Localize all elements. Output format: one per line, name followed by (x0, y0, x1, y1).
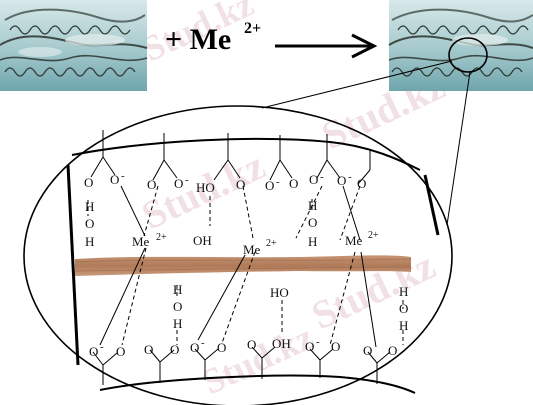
atom-o: O (388, 343, 397, 358)
zoom-ellipse (23, 105, 453, 405)
atom-o: O (147, 177, 156, 192)
watermark-text: Stud.kz (196, 317, 319, 403)
atom-o: O (363, 343, 372, 358)
left-wall (66, 164, 80, 366)
atom-o: O (190, 340, 199, 355)
atom-h: H (308, 234, 317, 249)
atom-o: O (308, 215, 317, 230)
reaction-arrow (275, 33, 378, 59)
atom-o: O (85, 216, 94, 231)
ho-label: HO (196, 180, 215, 195)
hydrogen-bonds (87, 185, 404, 346)
top-backbone (71, 137, 421, 171)
atom-o: O (217, 340, 226, 355)
oh-label: OH (272, 336, 291, 351)
right-wall (423, 174, 440, 236)
minus-sign: - (320, 171, 324, 183)
atom-h: H (85, 199, 94, 214)
atom-o: O (305, 339, 314, 354)
metal-ion-charge: 2+ (368, 230, 379, 241)
atom-o: O (331, 339, 340, 354)
atom-h: H (308, 198, 317, 213)
atom-o: O (337, 173, 346, 188)
atom-o: O (289, 176, 298, 191)
atom-o: O (110, 172, 119, 187)
atom-o: O (116, 344, 125, 359)
atom-o: O (170, 342, 179, 357)
metal-ion-charge: 2+ (266, 238, 277, 249)
metal-ion-charge: 2+ (156, 232, 167, 243)
coordination-bonds (99, 185, 377, 348)
atom-h: H (173, 316, 182, 331)
chain-backbones (66, 137, 440, 394)
metal-ion: Me (243, 242, 261, 257)
atom-o: O (144, 342, 153, 357)
minus-sign: - (185, 174, 189, 186)
atom-h: H (85, 234, 94, 249)
zoom-circle (448, 37, 488, 73)
atom-o: O (174, 176, 183, 191)
reaction-charge: 2+ (244, 20, 261, 37)
minus-sign: - (100, 341, 104, 353)
atom-o: O (236, 177, 245, 192)
atom-labels: O O - O O - HO O O - O O - O - O H O H H… (84, 170, 408, 359)
reaction-prefix: + Me (165, 23, 231, 56)
top-side-chains (90, 130, 371, 185)
ho-label: HO (270, 285, 289, 300)
atom-o: O (173, 299, 182, 314)
atom-h: H (173, 282, 182, 297)
atom-o: O (247, 337, 256, 352)
atom-h: H (399, 318, 408, 333)
bottom-side-chains (92, 346, 391, 385)
collagen-fiber-band (74, 255, 412, 276)
minus-sign: - (121, 170, 125, 182)
fiber-image-before (0, 0, 148, 91)
minus-sign: - (316, 336, 320, 348)
minus-sign: - (276, 176, 280, 188)
minus-sign: - (201, 337, 205, 349)
zoom-projection-lines (261, 60, 471, 226)
minus-sign: - (348, 171, 352, 183)
reaction-label: + Me 2+ (165, 20, 261, 56)
atom-o: O (357, 176, 366, 191)
oh-label: OH (193, 233, 212, 248)
atom-o: O (265, 178, 274, 193)
metal-ion: Me (132, 234, 150, 249)
atom-h: H (399, 284, 408, 299)
fiber-image-after (388, 0, 533, 91)
atom-o: O (399, 301, 408, 316)
atom-o: O (309, 172, 318, 187)
atom-o: O (84, 175, 93, 190)
atom-o: O (89, 344, 98, 359)
bottom-backbone (99, 374, 416, 394)
metal-ion: Me (345, 233, 363, 248)
